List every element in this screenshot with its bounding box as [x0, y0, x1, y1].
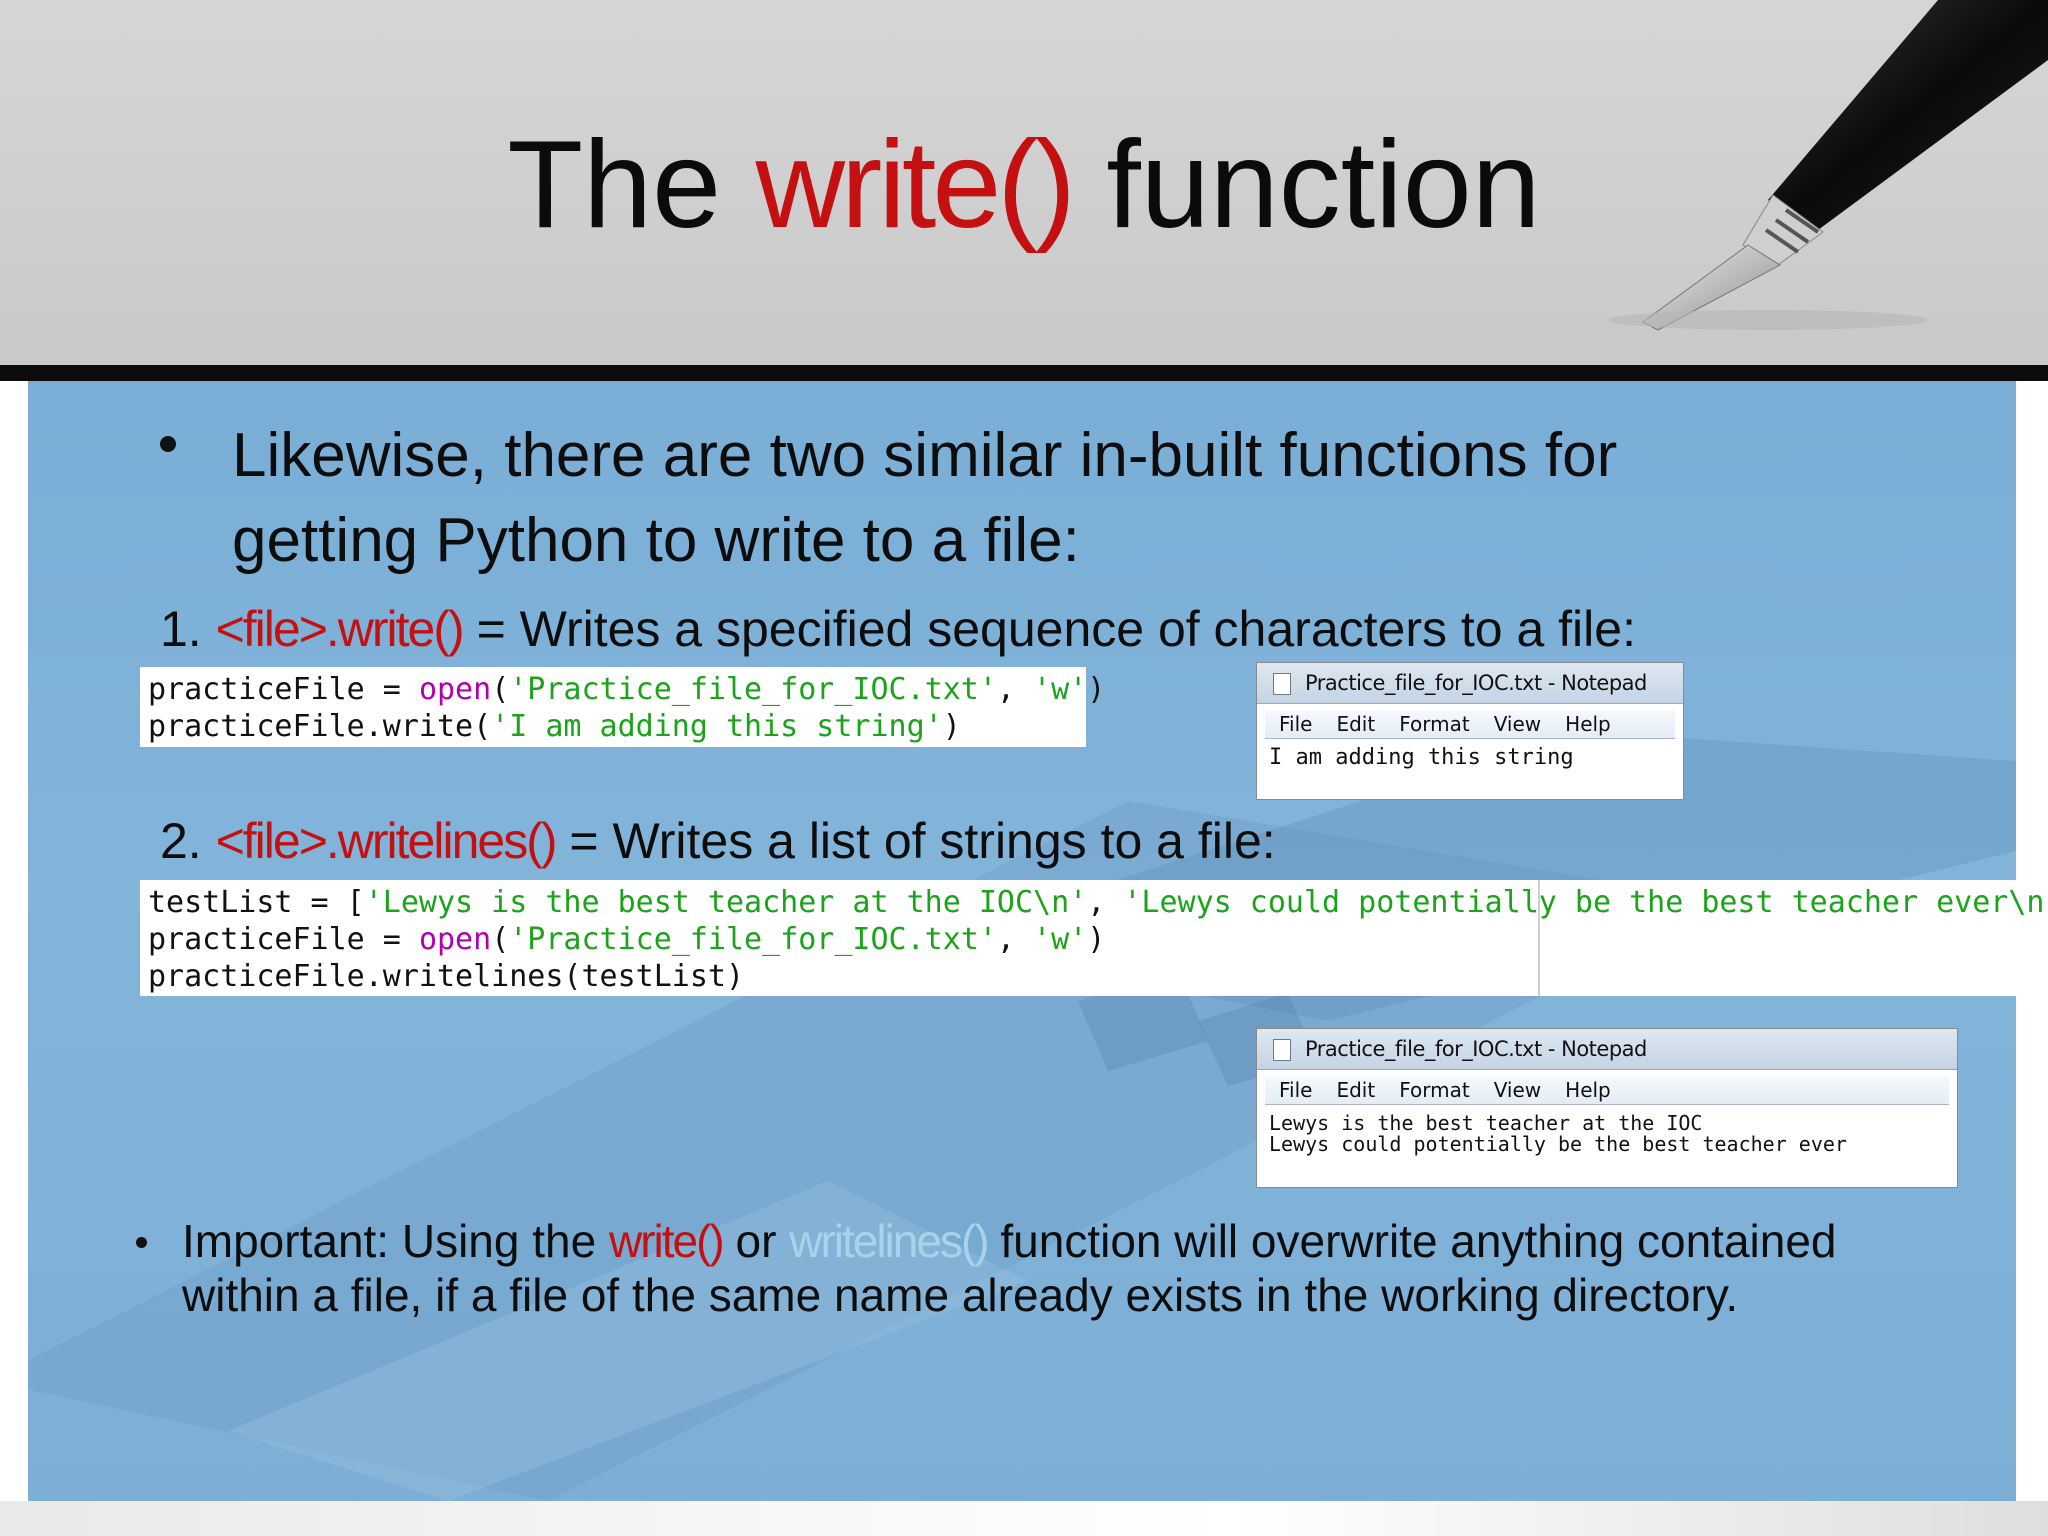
menu-help[interactable]: Help — [1565, 712, 1611, 736]
note-text: Important: Using the — [182, 1215, 609, 1267]
code-line: practiceFile = open('Practice_file_for_I… — [148, 672, 1106, 707]
code-line: practiceFile.writelines(testList) — [148, 959, 745, 994]
header-divider — [0, 365, 2048, 381]
important-note-line-2: within a file, if a file of the same nam… — [182, 1268, 1738, 1322]
list-item-writelines: 2. <file>.writelines() = Writes a list o… — [160, 812, 1276, 870]
menu-edit[interactable]: Edit — [1336, 712, 1376, 736]
menu-help[interactable]: Help — [1565, 1078, 1611, 1102]
slide-title: The write() function — [0, 110, 2048, 260]
notepad-icon — [1273, 1039, 1291, 1061]
code-snippet-writelines: testList = ['Lewys is the best teacher a… — [140, 880, 2048, 996]
item-description: = Writes a list of strings to a file: — [555, 813, 1276, 869]
notepad-text-line: Lewys could potentially be the best teac… — [1269, 1132, 1847, 1156]
note-text: function will overwrite anything contain… — [987, 1215, 1837, 1267]
notepad-title: Practice_file_for_IOC.txt - Notepad — [1305, 671, 1647, 695]
code-divider — [1538, 880, 1540, 996]
menu-format[interactable]: Format — [1399, 712, 1470, 736]
notepad-title-bar: Practice_file_for_IOC.txt - Notepad — [1257, 663, 1683, 704]
bullet-text-1: Likewise, there are two similar in-built… — [232, 421, 1618, 490]
notepad-title: Practice_file_for_IOC.txt - Notepad — [1305, 1037, 1647, 1061]
menu-view[interactable]: View — [1493, 712, 1542, 736]
notepad-window-2: Practice_file_for_IOC.txt - Notepad File… — [1256, 1028, 1958, 1188]
note-text: or — [722, 1215, 790, 1267]
item-number: 2. — [160, 813, 216, 869]
notepad-menu-bar: File Edit Format View Help — [1265, 1076, 1949, 1105]
menu-file[interactable]: File — [1279, 1078, 1313, 1102]
notepad-icon — [1273, 673, 1291, 695]
item-function-name: <file>.write() — [215, 601, 465, 657]
bullet-dot-icon — [160, 436, 176, 452]
notepad-text-area[interactable]: I am adding this string — [1257, 739, 1683, 777]
fountain-pen-icon — [1608, 0, 2048, 331]
bullet-line-2: getting Python to write to a file: — [232, 505, 1080, 576]
note-function-write: write() — [608, 1215, 725, 1267]
list-item-write: 1. <file>.write() = Writes a specified s… — [160, 600, 1636, 658]
bullet-dot-icon — [136, 1237, 147, 1248]
item-function-name: <file>.writelines() — [215, 813, 558, 869]
notepad-menu-bar: File Edit Format View Help — [1265, 710, 1675, 739]
notepad-text-line: Lewys is the best teacher at the IOC — [1269, 1111, 1703, 1135]
code-line: practiceFile.write('I am adding this str… — [148, 709, 961, 744]
menu-format[interactable]: Format — [1399, 1078, 1470, 1102]
notepad-text: I am adding this string — [1269, 745, 1574, 770]
bullet-line-1: Likewise, there are two similar in-built… — [232, 420, 1617, 491]
item-number: 1. — [160, 601, 216, 657]
menu-edit[interactable]: Edit — [1336, 1078, 1376, 1102]
code-snippet-write: practiceFile = open('Practice_file_for_I… — [140, 667, 1106, 747]
item-description: = Writes a specified sequence of charact… — [462, 601, 1636, 657]
notepad-title-bar: Practice_file_for_IOC.txt - Notepad — [1257, 1029, 1957, 1070]
title-pre: The — [507, 116, 756, 254]
important-note-line-1: Important: Using the write() or writelin… — [182, 1214, 1837, 1268]
menu-view[interactable]: View — [1493, 1078, 1542, 1102]
note-text: within a file, if a file of the same nam… — [182, 1269, 1739, 1321]
code-line: practiceFile = open('Practice_file_for_I… — [148, 922, 1106, 957]
title-highlight: write() — [755, 116, 1075, 254]
title-post: function — [1071, 116, 1541, 254]
notepad-window-1: Practice_file_for_IOC.txt - Notepad File… — [1256, 662, 1684, 800]
slide-bottom-strip — [0, 1501, 2048, 1536]
code-line: testList = ['Lewys is the best teacher a… — [148, 885, 2048, 920]
menu-file[interactable]: File — [1279, 712, 1313, 736]
bullet-text-2: getting Python to write to a file: — [232, 506, 1080, 575]
note-function-writelines: writelines() — [789, 1215, 989, 1267]
